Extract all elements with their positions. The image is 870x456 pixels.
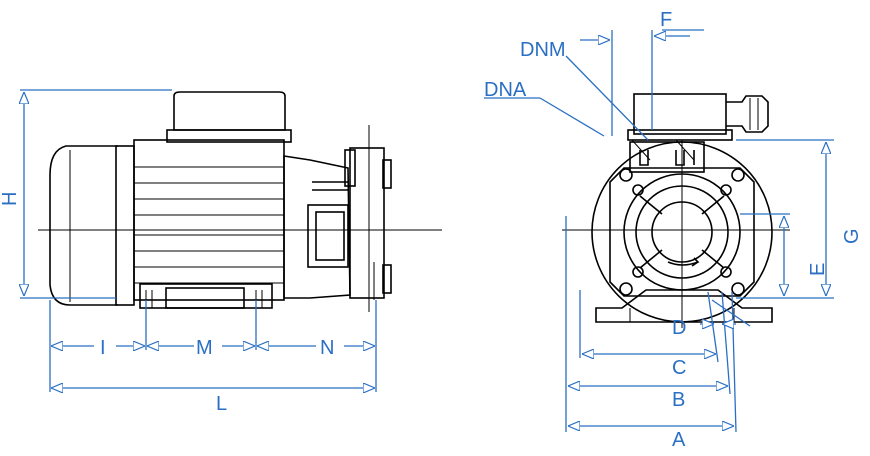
square-flange <box>609 167 755 297</box>
label-H: H <box>0 192 21 206</box>
cooling-fins <box>134 166 284 284</box>
motor-body <box>133 139 285 301</box>
motor-flange <box>115 145 135 306</box>
front-terminal-box <box>633 93 727 135</box>
inlet-flange <box>349 147 385 299</box>
label-B: B <box>672 389 685 411</box>
motor-end-cap <box>49 145 118 306</box>
label-DNM: DNM <box>520 39 566 61</box>
bolt-hole <box>619 168 633 182</box>
label-G: G <box>841 228 863 244</box>
label-D: D <box>672 317 686 339</box>
front-view <box>562 93 790 328</box>
terminal-box <box>173 91 286 131</box>
side-dimensions: H I M N L <box>0 89 377 415</box>
label-N: N <box>320 337 334 359</box>
front-dimensions: F DNM DNA G E D C B <box>484 9 863 451</box>
side-view <box>38 91 442 312</box>
label-F: F <box>660 9 672 31</box>
bolt-hole <box>619 282 633 296</box>
label-E: E <box>807 263 829 276</box>
bolt-hole <box>731 168 745 182</box>
discharge-port <box>629 141 705 173</box>
label-I: I <box>100 337 106 359</box>
label-M: M <box>196 337 213 359</box>
rotation-arrow <box>667 257 700 267</box>
label-A: A <box>672 429 686 451</box>
label-L: L <box>216 393 227 415</box>
label-DNA: DNA <box>484 79 527 101</box>
front-foot <box>595 289 773 323</box>
pump-housing <box>283 155 351 299</box>
bolt-hole <box>731 282 745 296</box>
label-C: C <box>672 357 686 379</box>
